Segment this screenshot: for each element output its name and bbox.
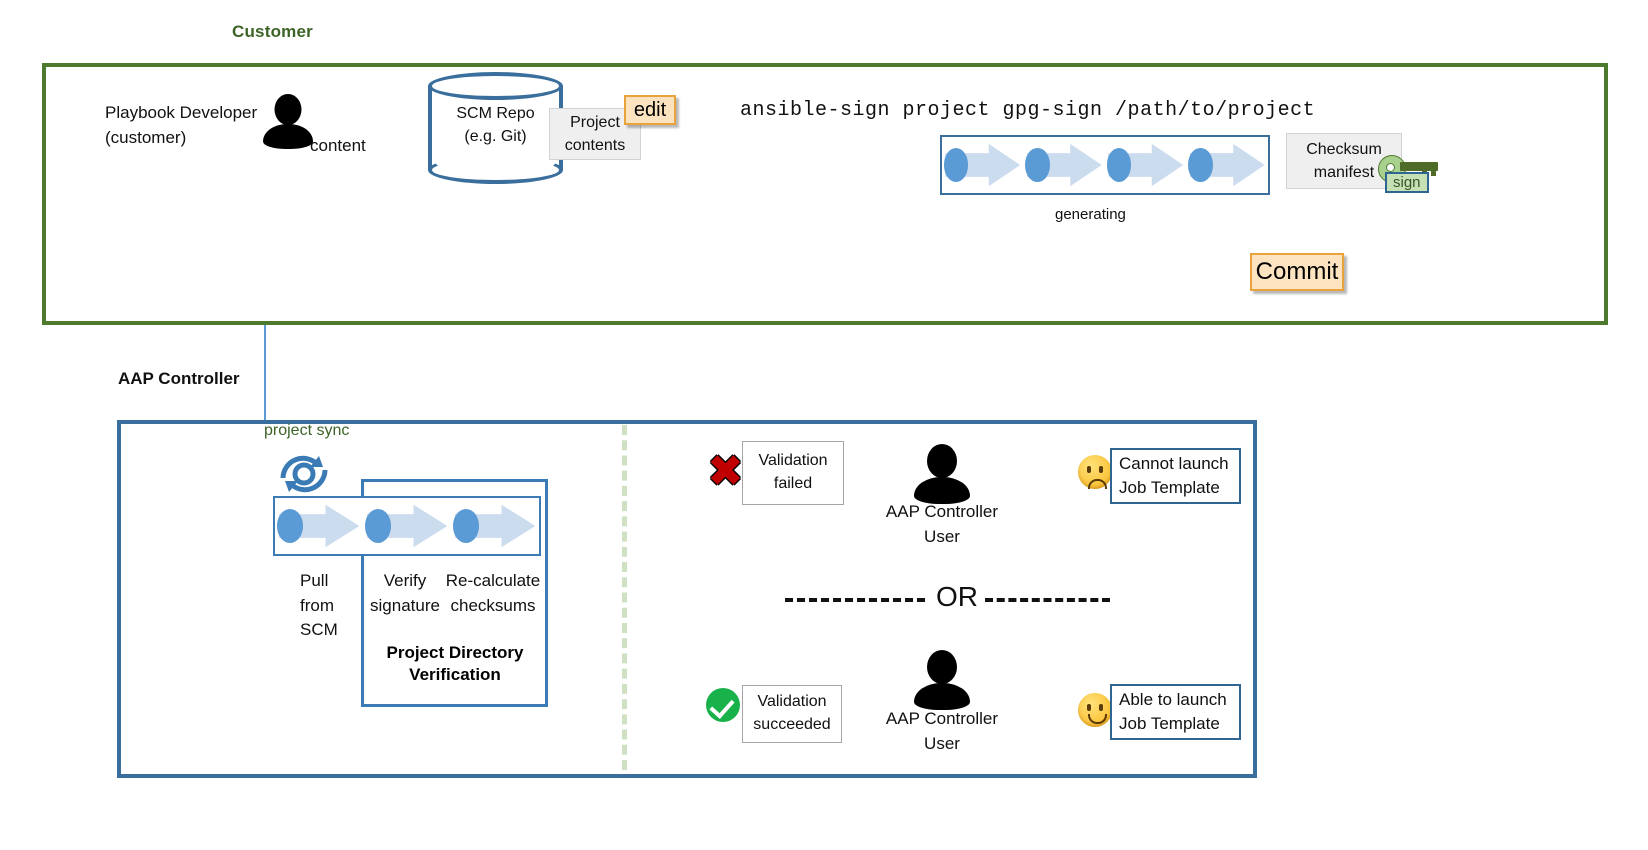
sync-refresh-icon xyxy=(273,448,335,500)
generating-process-strip xyxy=(940,135,1270,195)
check-mark-icon xyxy=(706,688,740,722)
scm-repo-label-line2: (e.g. Git) xyxy=(464,128,527,146)
recalc-label-line1: Re-calculate xyxy=(445,571,541,590)
aap-controller-section-title: AAP Controller xyxy=(118,369,240,388)
process-step-3 xyxy=(1105,137,1187,193)
verify-step-pull xyxy=(275,498,363,554)
verification-title-line2: Verification xyxy=(409,665,501,685)
aap-user-succeeded-line1: AAP Controller xyxy=(885,709,999,728)
sign-command-text: ansible-sign project gpg-sign /path/to/p… xyxy=(740,99,1316,122)
or-divider-right xyxy=(985,598,1110,602)
playbook-developer-avatar xyxy=(262,94,314,149)
commit-button[interactable]: Commit xyxy=(1250,253,1344,291)
project-directory-verification-container xyxy=(361,479,548,707)
aap-user-failed-line2: User xyxy=(924,526,960,546)
process-step-4 xyxy=(1187,137,1269,193)
project-directory-verification-title: Project Directory Verification xyxy=(370,642,540,686)
playbook-developer-label: Playbook Developer (customer) xyxy=(105,101,295,150)
developer-label-line2: (customer) xyxy=(105,127,187,147)
recalc-label-line2: checksums xyxy=(450,595,536,615)
checksum-manifest-line1: Checksum xyxy=(1306,140,1382,158)
scm-repo-cylinder: SCM Repo (e.g. Git) xyxy=(428,72,563,184)
validation-succeeded-box: Validation succeeded xyxy=(742,685,842,743)
or-divider-left xyxy=(785,598,925,602)
x-mark-icon: ✖ xyxy=(707,446,744,497)
aap-controller-user-avatar-succeeded xyxy=(913,650,971,710)
process-step-2 xyxy=(1024,137,1106,193)
validation-failed-box: Validation failed xyxy=(742,441,844,505)
neutral-face-icon xyxy=(1078,693,1112,727)
validation-succeeded-line2: succeeded xyxy=(753,716,831,733)
cannot-launch-box: Cannot launch Job Template xyxy=(1110,448,1241,504)
content-label: content xyxy=(310,136,366,155)
customer-section-container xyxy=(42,63,1608,325)
checksum-manifest-line2: manifest xyxy=(1313,164,1375,181)
or-label: OR xyxy=(936,581,978,612)
cannot-launch-line2: Job Template xyxy=(1119,478,1220,497)
project-contents-line2: contents xyxy=(564,137,626,154)
validation-succeeded-line1: Validation xyxy=(757,693,827,711)
pull-label-line1: Pull xyxy=(300,571,329,590)
vertical-dashed-separator xyxy=(622,425,627,770)
generating-label: generating xyxy=(1055,206,1126,223)
project-contents-box: Project contents xyxy=(549,108,641,160)
process-step-1 xyxy=(942,137,1024,193)
aap-user-label-succeeded: AAP Controller User xyxy=(880,707,1004,756)
pull-from-scm-label: Pull from SCM xyxy=(300,569,360,643)
cannot-launch-line1: Cannot launch xyxy=(1119,453,1229,473)
able-launch-box: Able to launch Job Template xyxy=(1110,684,1241,740)
verify-label-line1: Verify xyxy=(383,571,427,590)
project-contents-line1: Project xyxy=(570,113,620,131)
able-launch-line1: Able to launch xyxy=(1119,689,1227,709)
aap-controller-user-avatar-failed xyxy=(913,444,971,504)
sign-badge: sign xyxy=(1385,172,1429,193)
verification-process-strip xyxy=(273,496,541,556)
sad-face-icon xyxy=(1078,455,1112,489)
able-launch-line2: Job Template xyxy=(1119,714,1220,733)
verify-signature-label: Verify signature xyxy=(364,569,446,618)
recalculate-checksums-label: Re-calculate checksums xyxy=(443,569,543,618)
pull-label-line2: from xyxy=(300,595,334,615)
verification-title-line1: Project Directory xyxy=(386,643,524,662)
developer-label-line1: Playbook Developer xyxy=(105,103,258,122)
validation-failed-line2: failed xyxy=(773,475,813,492)
pull-label-line3: SCM xyxy=(300,620,338,640)
verify-step-signature xyxy=(363,498,451,554)
edit-button[interactable]: edit xyxy=(624,95,676,125)
aap-user-failed-line1: AAP Controller xyxy=(885,502,999,521)
scm-repo-label-line1: SCM Repo xyxy=(456,105,535,122)
verify-label-line2: signature xyxy=(370,595,440,615)
aap-user-succeeded-line2: User xyxy=(924,733,960,753)
validation-failed-line1: Validation xyxy=(758,452,828,470)
verify-step-checksums xyxy=(451,498,539,554)
project-sync-label: project sync xyxy=(264,422,350,439)
customer-section-title: Customer xyxy=(232,22,313,41)
aap-user-label-failed: AAP Controller User xyxy=(880,500,1004,549)
